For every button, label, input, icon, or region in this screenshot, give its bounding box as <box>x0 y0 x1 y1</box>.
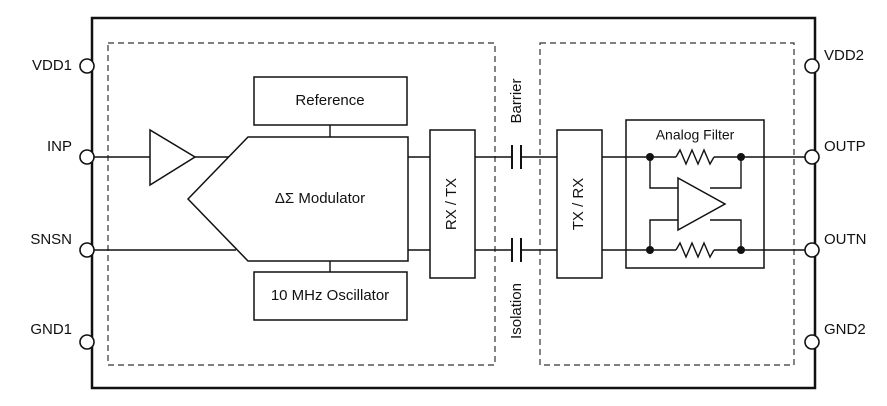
pin-outn-terminal <box>804 242 820 258</box>
analog-filter-label: Analog Filter <box>656 127 735 143</box>
wire-opamp-input-top <box>649 157 678 189</box>
secondary-side-domain <box>539 42 795 366</box>
resistor-top <box>675 148 715 166</box>
pin-outp: OUTP <box>804 138 866 165</box>
pin-outn: OUTN <box>804 231 867 258</box>
pin-snsn-label: SNSN <box>30 231 72 248</box>
pin-vdd1-label: VDD1 <box>32 57 72 74</box>
reference-label: Reference <box>295 92 364 109</box>
package-outline <box>90 16 817 390</box>
pin-gnd2: GND2 <box>804 321 866 350</box>
pin-gnd1-label: GND1 <box>30 321 72 338</box>
pin-inp: INP <box>47 138 95 165</box>
delta-sigma-modulator-block <box>186 136 409 262</box>
wire-opamp-feedback-top <box>710 157 742 189</box>
tx-rx-label: TX / RX <box>570 178 587 231</box>
oscillator-label: 10 MHz Oscillator <box>271 287 389 304</box>
pin-snsn-terminal <box>79 242 95 258</box>
pin-snsn: SNSN <box>30 231 95 258</box>
pin-inp-label: INP <box>47 138 72 155</box>
rx-tx-block <box>429 129 476 279</box>
primary-side-domain <box>107 42 496 366</box>
rx-tx-label: RX / TX <box>443 178 460 230</box>
tx-rx-block <box>556 129 603 279</box>
modulator-label: ΔΣ Modulator <box>275 190 365 207</box>
pin-vdd1: VDD1 <box>32 57 95 74</box>
pin-gnd2-terminal <box>804 334 820 350</box>
junction-dot-bottom-right <box>737 246 745 254</box>
reference-block <box>253 76 408 126</box>
pin-vdd2-label: VDD2 <box>824 47 864 64</box>
pin-inp-terminal <box>79 149 95 165</box>
input-buffer-triangle <box>149 128 197 187</box>
pin-gnd1-terminal <box>79 334 95 350</box>
junction-dot-top-left <box>646 153 654 161</box>
pin-vdd2: VDD2 <box>804 47 864 74</box>
pin-gnd1: GND1 <box>30 321 95 350</box>
pin-vdd1-terminal <box>79 58 95 74</box>
pin-gnd2-label: GND2 <box>824 321 866 338</box>
pin-outn-label: OUTN <box>824 231 867 248</box>
wire-opamp-input-bottom <box>649 219 678 250</box>
oscillator-block <box>253 271 408 321</box>
resistor-bottom <box>675 241 715 259</box>
pin-outp-label: OUTP <box>824 138 866 155</box>
filter-op-amp-triangle <box>677 176 727 232</box>
wire-opamp-feedback-bottom <box>710 219 742 250</box>
junction-dot-bottom-left <box>646 246 654 254</box>
pin-vdd2-terminal <box>804 58 820 74</box>
barrier-top-label: Barrier <box>508 78 525 123</box>
junction-dot-top-right <box>737 153 745 161</box>
barrier-bottom-label: Isolation <box>508 283 525 339</box>
pin-outp-terminal <box>804 149 820 165</box>
